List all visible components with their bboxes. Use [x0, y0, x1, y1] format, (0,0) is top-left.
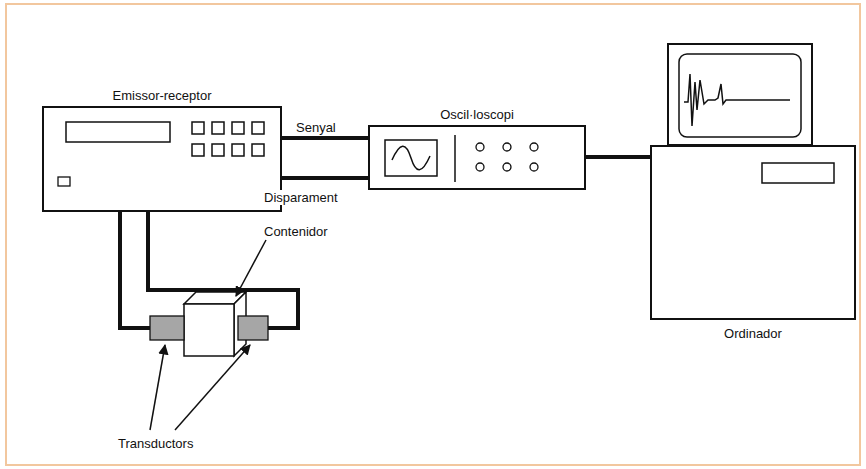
disk-slot: [762, 163, 834, 183]
sine-wave: [392, 146, 430, 170]
button: [192, 144, 204, 156]
container-label: Contenidor: [262, 224, 330, 239]
button: [232, 144, 244, 156]
oscilloscope-box: Oscil·loscopi: [368, 125, 586, 190]
knob: [476, 163, 484, 171]
display: [66, 122, 170, 142]
leader: [175, 345, 250, 430]
knobs: [476, 143, 538, 171]
device-label: Ordinador: [612, 326, 866, 341]
buttons: [192, 122, 264, 156]
cable: [120, 212, 150, 328]
monitor-screen: [679, 54, 801, 137]
knob: [476, 143, 484, 151]
button: [232, 122, 244, 134]
signal-wire: [586, 155, 650, 159]
button: [192, 122, 204, 134]
monitor: [668, 44, 812, 145]
container: [184, 304, 234, 356]
switch: [58, 177, 70, 186]
button: [252, 144, 264, 156]
knob: [503, 163, 511, 171]
button: [252, 122, 264, 134]
device-label: Emissor-receptor: [4, 88, 320, 103]
divider: [454, 135, 456, 182]
emissor-receptor-box: Emissor-receptor: [42, 106, 282, 212]
leader: [236, 240, 266, 296]
knob: [530, 143, 538, 151]
signal-name: Disparament: [262, 190, 340, 205]
transducers-label: Transductors: [116, 436, 195, 451]
transducer: [150, 316, 184, 340]
signal-wire: [282, 136, 368, 140]
leader: [150, 345, 165, 430]
knob: [530, 163, 538, 171]
knob: [503, 143, 511, 151]
signal-wire: [282, 176, 368, 180]
button: [212, 122, 224, 134]
signal-name: Senyal: [294, 120, 338, 135]
button: [212, 144, 224, 156]
frame: [6, 4, 860, 465]
computer-box: Ordinador: [650, 145, 856, 320]
echo-signal: [684, 74, 790, 126]
transducer: [238, 316, 268, 340]
scope-screen: [385, 140, 437, 176]
device-label: Oscil·loscopi: [330, 107, 624, 122]
